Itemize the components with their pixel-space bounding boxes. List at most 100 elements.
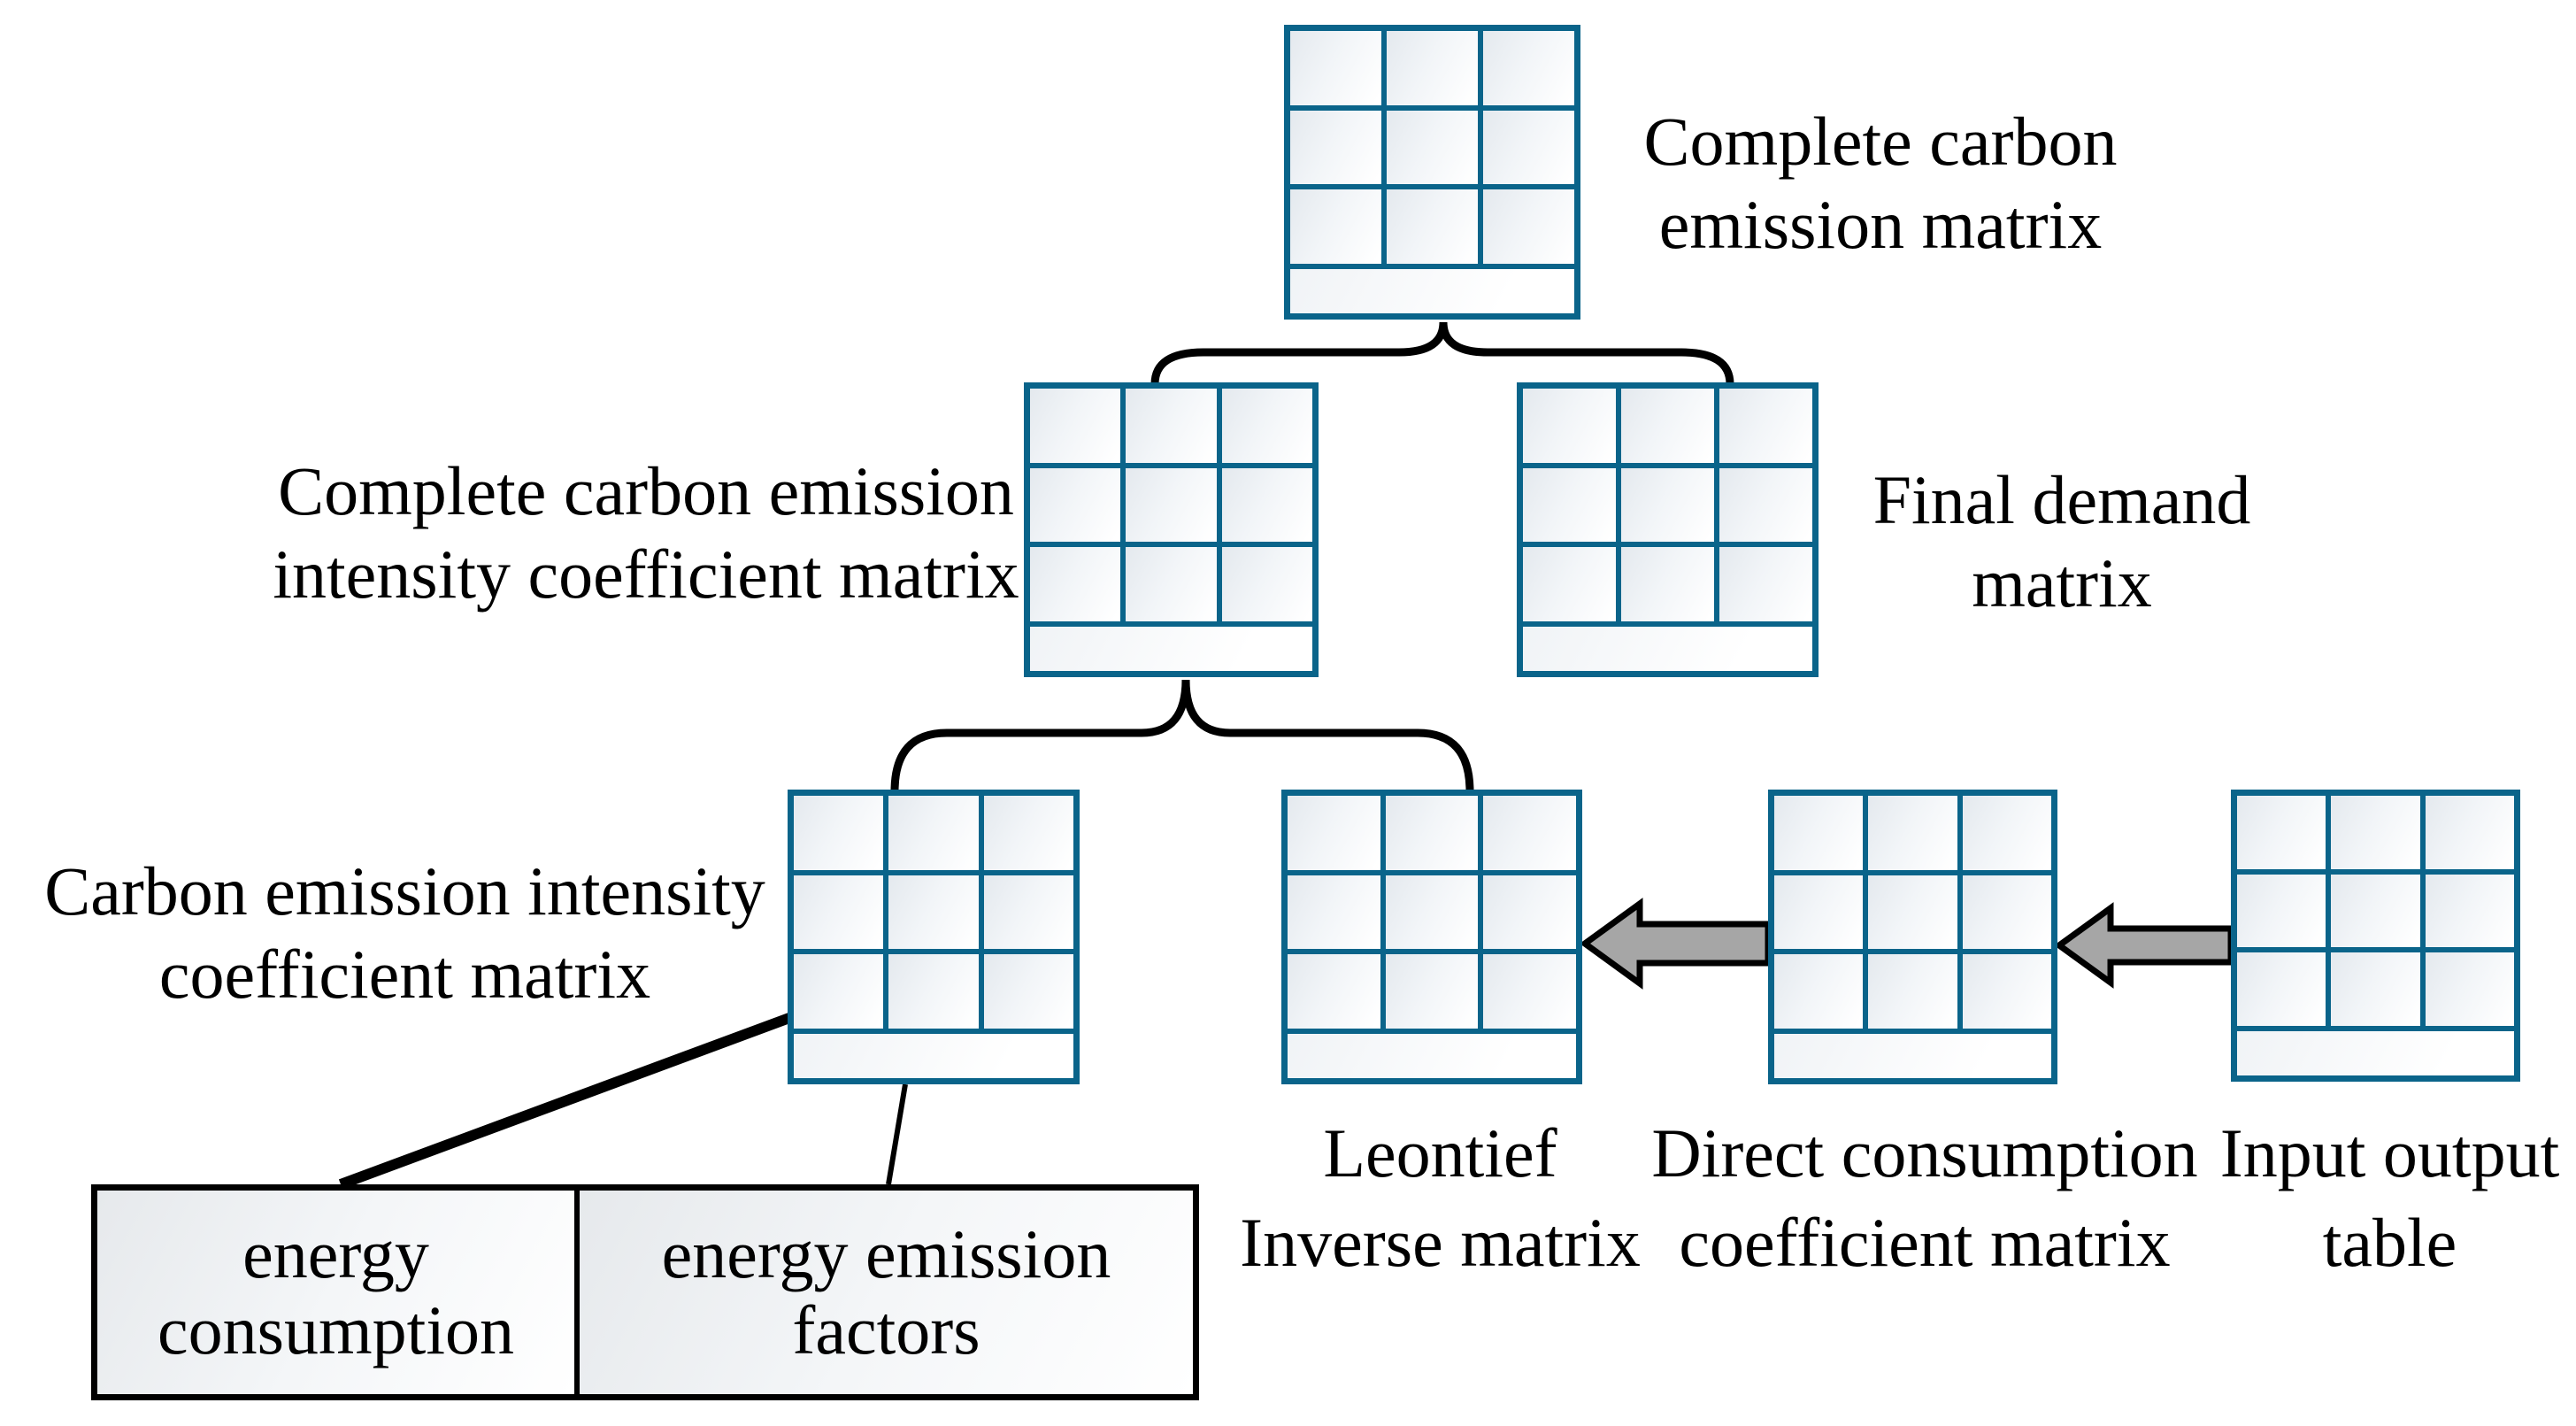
matrix-cell — [1126, 547, 1217, 621]
left-arrow-input-output-to-direct-consumption — [2054, 902, 2234, 989]
matrix-cell — [1523, 467, 1616, 543]
label-leontief-inverse-matrix: Leontief Inverse matrix — [1212, 1108, 1668, 1287]
matrix-cell — [1387, 110, 1478, 185]
matrix-cell — [2331, 874, 2420, 948]
matrix-cell — [983, 954, 1073, 1029]
energy-emission-factors-cell: energy emission factors — [580, 1191, 1193, 1394]
matrix-cell — [1483, 31, 1574, 105]
matrix-cell — [1774, 796, 1864, 870]
matrix-bottom-band — [1290, 269, 1574, 313]
matrix-cell — [1962, 954, 2051, 1029]
matrix-cell — [888, 954, 979, 1029]
label-input-output-table: Input output table — [2162, 1108, 2576, 1287]
matrix-direct-consumption-coefficient — [1768, 790, 2057, 1084]
matrix-complete-carbon-emission-intensity-coefficient — [1024, 382, 1319, 677]
matrix-grid — [1290, 31, 1574, 264]
label-line: Direct consumption — [1651, 1114, 2198, 1191]
matrix-cell — [1774, 954, 1864, 1029]
matrix-cell — [2425, 952, 2514, 1026]
matrix-bottom-band — [1774, 1034, 2051, 1078]
line-to-energy-consumption — [338, 1013, 792, 1190]
matrix-cell — [794, 875, 884, 950]
matrix-cell — [888, 796, 979, 870]
matrix-cell — [1719, 547, 1812, 621]
label-line: Complete carbon emission — [278, 452, 1014, 529]
label-line: consumption — [158, 1291, 514, 1368]
label-line: coefficient matrix — [158, 936, 651, 1013]
label-line: Final demand — [1872, 461, 2251, 538]
matrix-cell — [2331, 952, 2420, 1026]
matrix-grid — [1523, 389, 1812, 621]
label-line: intensity coefficient matrix — [273, 536, 1019, 613]
matrix-cell — [1288, 796, 1380, 870]
label-line: coefficient matrix — [1679, 1204, 2171, 1281]
matrix-cell — [1483, 110, 1574, 185]
matrix-cell — [888, 875, 979, 950]
label-line: Complete carbon — [1643, 103, 2118, 180]
label-line: table — [2322, 1204, 2457, 1281]
matrix-cell — [1962, 875, 2051, 950]
label-line: emission matrix — [1658, 186, 2103, 263]
matrix-cell — [1126, 467, 1217, 543]
matrix-cell — [1483, 189, 1574, 264]
matrix-bottom-band — [1523, 627, 1812, 671]
matrix-cell — [2237, 796, 2326, 869]
label-line: energy emission — [661, 1215, 1111, 1292]
matrix-cell — [1621, 547, 1714, 621]
matrix-cell — [2331, 796, 2420, 869]
matrix-cell — [1868, 875, 1957, 950]
matrix-cell — [2237, 952, 2326, 1026]
matrix-bottom-band — [794, 1034, 1073, 1078]
matrix-cell — [1483, 954, 1576, 1029]
label-line: Inverse matrix — [1240, 1204, 1641, 1281]
matrix-cell — [1385, 875, 1479, 950]
matrix-cell — [983, 875, 1073, 950]
matrix-complete-carbon-emission — [1284, 25, 1580, 320]
matrix-bottom-band — [1288, 1034, 1576, 1078]
matrix-cell — [1288, 875, 1380, 950]
matrix-cell — [1221, 389, 1312, 463]
matrix-cell — [1387, 31, 1478, 105]
matrix-grid — [1774, 796, 2051, 1029]
matrix-grid — [2237, 796, 2514, 1026]
label-line: Input output — [2219, 1114, 2560, 1191]
matrix-final-demand — [1517, 382, 1819, 677]
matrix-cell — [1962, 796, 2051, 870]
matrix-cell — [1774, 875, 1864, 950]
matrix-bottom-band — [2237, 1031, 2514, 1075]
matrix-cell — [1868, 796, 1957, 870]
matrix-cell — [1030, 547, 1121, 621]
matrix-cell — [1290, 110, 1381, 185]
matrix-cell — [1288, 954, 1380, 1029]
brace-connector-level1 — [1150, 321, 1734, 389]
matrix-cell — [1621, 389, 1714, 463]
energy-inputs-box: energy consumption energy emission facto… — [91, 1184, 1199, 1400]
matrix-cell — [2425, 874, 2514, 948]
matrix-cell — [1126, 389, 1217, 463]
matrix-cell — [1030, 467, 1121, 543]
matrix-bottom-band — [1030, 627, 1312, 671]
energy-consumption-cell: energy consumption — [97, 1191, 580, 1394]
matrix-cell — [983, 796, 1073, 870]
label-line: Carbon emission intensity — [44, 852, 765, 929]
matrix-cell — [1483, 875, 1576, 950]
matrix-cell — [2237, 874, 2326, 948]
matrix-cell — [1483, 796, 1576, 870]
line-to-energy-emission-factors — [886, 1083, 908, 1185]
matrix-cell — [1221, 467, 1312, 543]
label-carbon-emission-intensity-coefficient-matrix: Carbon emission intensity coefficient ma… — [22, 850, 788, 1016]
matrix-cell — [794, 954, 884, 1029]
matrix-cell — [1719, 467, 1812, 543]
label-complete-carbon-emission-intensity-coefficient-matrix: Complete carbon emission intensity coeff… — [159, 450, 1133, 616]
matrix-cell — [1385, 796, 1479, 870]
label-line: Leontief — [1323, 1114, 1557, 1191]
matrix-cell — [1868, 954, 1957, 1029]
matrix-cell — [794, 796, 884, 870]
matrix-grid — [1030, 389, 1312, 621]
matrix-cell — [2425, 796, 2514, 869]
matrix-cell — [1387, 189, 1478, 264]
label-line: factors — [792, 1291, 980, 1368]
matrix-cell — [1523, 547, 1616, 621]
label-line: energy — [242, 1215, 429, 1292]
